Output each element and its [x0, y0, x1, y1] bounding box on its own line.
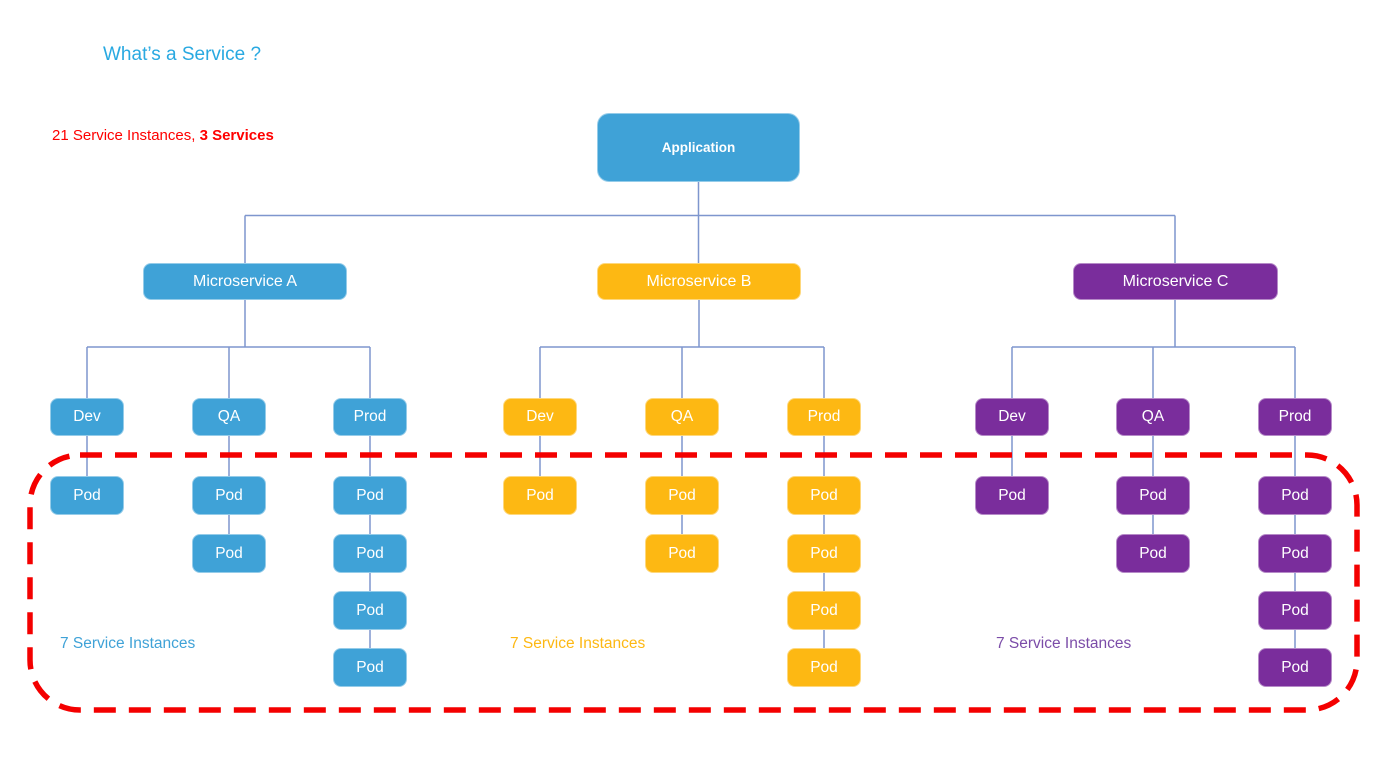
node-a-prod: Prod	[333, 398, 407, 436]
pod-b-prod-4: Pod	[787, 648, 861, 687]
note-b-service-instances: 7 Service Instances	[510, 635, 646, 652]
node-c-qa: QA	[1116, 398, 1190, 436]
node-a-dev: Dev	[50, 398, 124, 436]
pod-a-prod-3: Pod	[333, 591, 407, 630]
pods-highlight-dashed-box	[27, 452, 1360, 713]
pod-a-qa-1: Pod	[192, 476, 266, 515]
pod-b-qa-1: Pod	[645, 476, 719, 515]
connector-microservice-a-tree	[86, 300, 371, 398]
pod-a-prod-2: Pod	[333, 534, 407, 573]
pod-c-prod-4: Pod	[1258, 648, 1332, 687]
pod-c-qa-2: Pod	[1116, 534, 1190, 573]
node-microservice-b: Microservice B	[597, 263, 801, 300]
node-microservice-c: Microservice C	[1073, 263, 1278, 300]
pod-c-prod-3: Pod	[1258, 591, 1332, 630]
pod-c-prod-1: Pod	[1258, 476, 1332, 515]
pod-b-dev-1: Pod	[503, 476, 577, 515]
connector-pod-row1-row2	[228, 515, 1296, 534]
pod-a-dev-1: Pod	[50, 476, 124, 515]
summary-services-bold: 3 Services	[199, 127, 274, 144]
connector-pod-row3-row4	[369, 630, 1296, 648]
pod-c-qa-1: Pod	[1116, 476, 1190, 515]
pod-c-prod-2: Pod	[1258, 534, 1332, 573]
connector-application-tree	[244, 182, 1176, 263]
page-title: What’s a Service ?	[103, 44, 262, 65]
node-b-dev: Dev	[503, 398, 577, 436]
connector-pod-row2-row3	[369, 573, 1296, 591]
connector-microservice-c-tree	[1011, 300, 1296, 398]
pod-a-prod-1: Pod	[333, 476, 407, 515]
summary-text: 21 Service Instances, 3 Services	[52, 127, 274, 144]
pod-b-qa-2: Pod	[645, 534, 719, 573]
node-b-prod: Prod	[787, 398, 861, 436]
node-application: Application	[597, 113, 800, 182]
node-b-qa: QA	[645, 398, 719, 436]
node-c-dev: Dev	[975, 398, 1049, 436]
summary-count-text: 21 Service Instances,	[52, 127, 200, 144]
pod-c-dev-1: Pod	[975, 476, 1049, 515]
note-a-service-instances: 7 Service Instances	[60, 635, 196, 652]
note-c-service-instances: 7 Service Instances	[996, 635, 1132, 652]
pod-a-prod-4: Pod	[333, 648, 407, 687]
connector-microservice-b-tree	[539, 300, 825, 398]
node-a-qa: QA	[192, 398, 266, 436]
node-microservice-a: Microservice A	[143, 263, 347, 300]
node-c-prod: Prod	[1258, 398, 1332, 436]
pod-b-prod-1: Pod	[787, 476, 861, 515]
pod-b-prod-2: Pod	[787, 534, 861, 573]
pod-b-prod-3: Pod	[787, 591, 861, 630]
pod-a-qa-2: Pod	[192, 534, 266, 573]
